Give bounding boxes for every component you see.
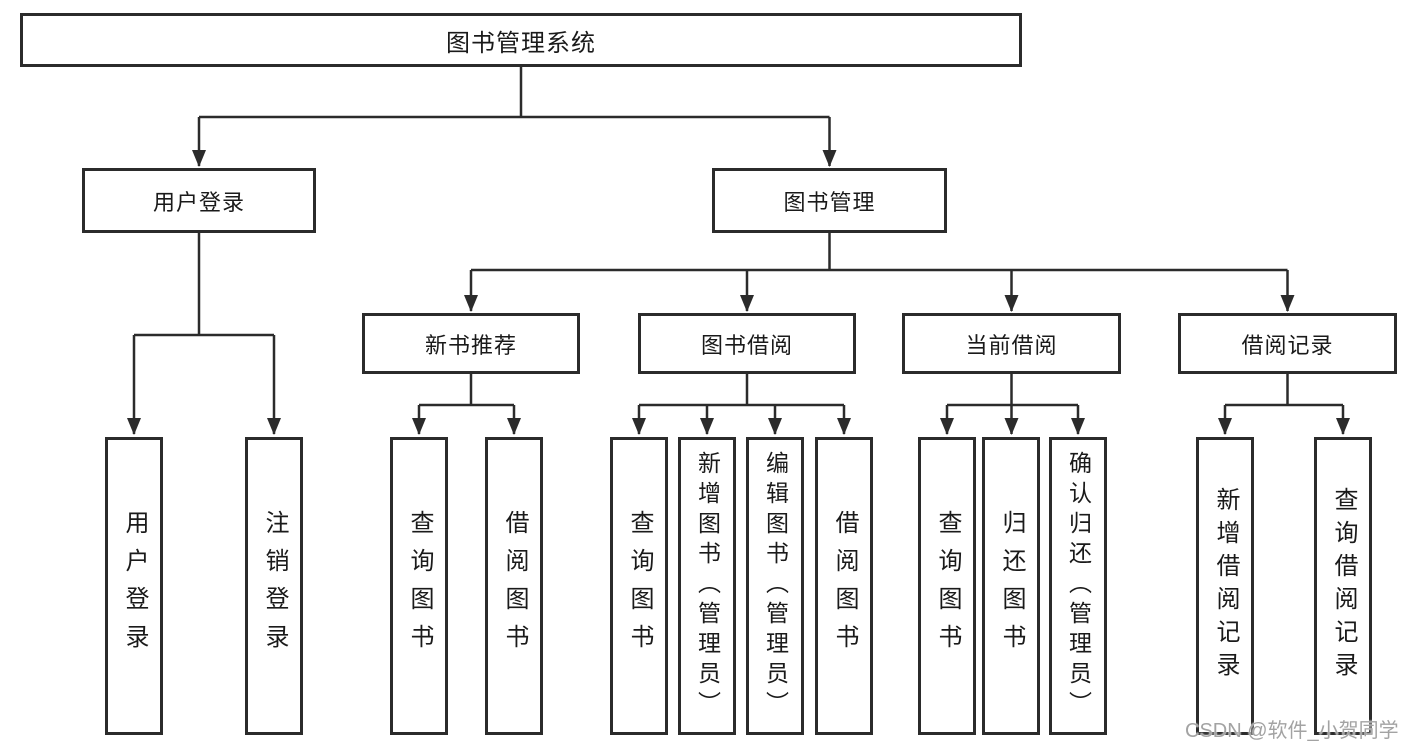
leaf-return-books: 归还图书: [982, 437, 1040, 735]
leaf-confirm-return-admin-label: 确认归还（管理员）: [1065, 451, 1092, 721]
leaf-query-books-borrow-label: 查询图书: [626, 510, 653, 662]
node-book-management: 图书管理: [712, 168, 947, 233]
node-borrow-records-label: 借阅记录: [1241, 332, 1334, 358]
leaf-user-login: 用户登录: [105, 437, 163, 735]
leaf-query-books-recommend-label: 查询图书: [406, 510, 433, 662]
leaf-add-books-admin: 新增图书（管理员）: [678, 437, 736, 735]
leaf-query-borrow-record-label: 查询借阅记录: [1330, 487, 1357, 685]
node-root-system: 图书管理系统: [20, 13, 1022, 67]
node-user-login: 用户登录: [82, 168, 316, 233]
leaf-edit-books-admin-label: 编辑图书（管理员）: [762, 451, 789, 721]
leaf-borrow-books-recommend: 借阅图书: [485, 437, 543, 735]
leaf-edit-books-admin: 编辑图书（管理员）: [746, 437, 804, 735]
leaf-return-books-label: 归还图书: [998, 510, 1025, 662]
leaf-add-borrow-record: 新增借阅记录: [1196, 437, 1254, 735]
node-current-borrow-label: 当前借阅: [965, 332, 1058, 358]
node-book-borrow: 图书借阅: [638, 313, 856, 374]
leaf-logout-label: 注销登录: [261, 510, 288, 662]
leaf-confirm-return-admin: 确认归还（管理员）: [1049, 437, 1107, 735]
leaf-query-books-recommend: 查询图书: [390, 437, 448, 735]
watermark: CSDN @软件_小贺同学: [1185, 720, 1399, 742]
node-book-borrow-label: 图书借阅: [700, 332, 793, 358]
leaf-user-login-label: 用户登录: [121, 510, 148, 662]
leaf-add-borrow-record-label: 新增借阅记录: [1212, 487, 1239, 685]
node-current-borrow: 当前借阅: [902, 313, 1121, 374]
leaf-logout: 注销登录: [245, 437, 303, 735]
leaf-query-books-borrow: 查询图书: [610, 437, 668, 735]
node-user-login-label: 用户登录: [152, 189, 245, 215]
node-new-book-recommend-label: 新书推荐: [424, 332, 517, 358]
node-borrow-records: 借阅记录: [1178, 313, 1397, 374]
node-root-system-label: 图书管理系统: [446, 29, 596, 57]
leaf-query-borrow-record: 查询借阅记录: [1314, 437, 1372, 735]
leaf-borrow-books: 借阅图书: [815, 437, 873, 735]
leaf-borrow-books-label: 借阅图书: [831, 510, 858, 662]
node-new-book-recommend: 新书推荐: [362, 313, 580, 374]
leaf-add-books-admin-label: 新增图书（管理员）: [694, 451, 721, 721]
node-book-management-label: 图书管理: [783, 189, 876, 215]
leaf-query-books-current-label: 查询图书: [934, 510, 961, 662]
leaf-query-books-current: 查询图书: [918, 437, 976, 735]
leaf-borrow-books-recommend-label: 借阅图书: [501, 510, 528, 662]
